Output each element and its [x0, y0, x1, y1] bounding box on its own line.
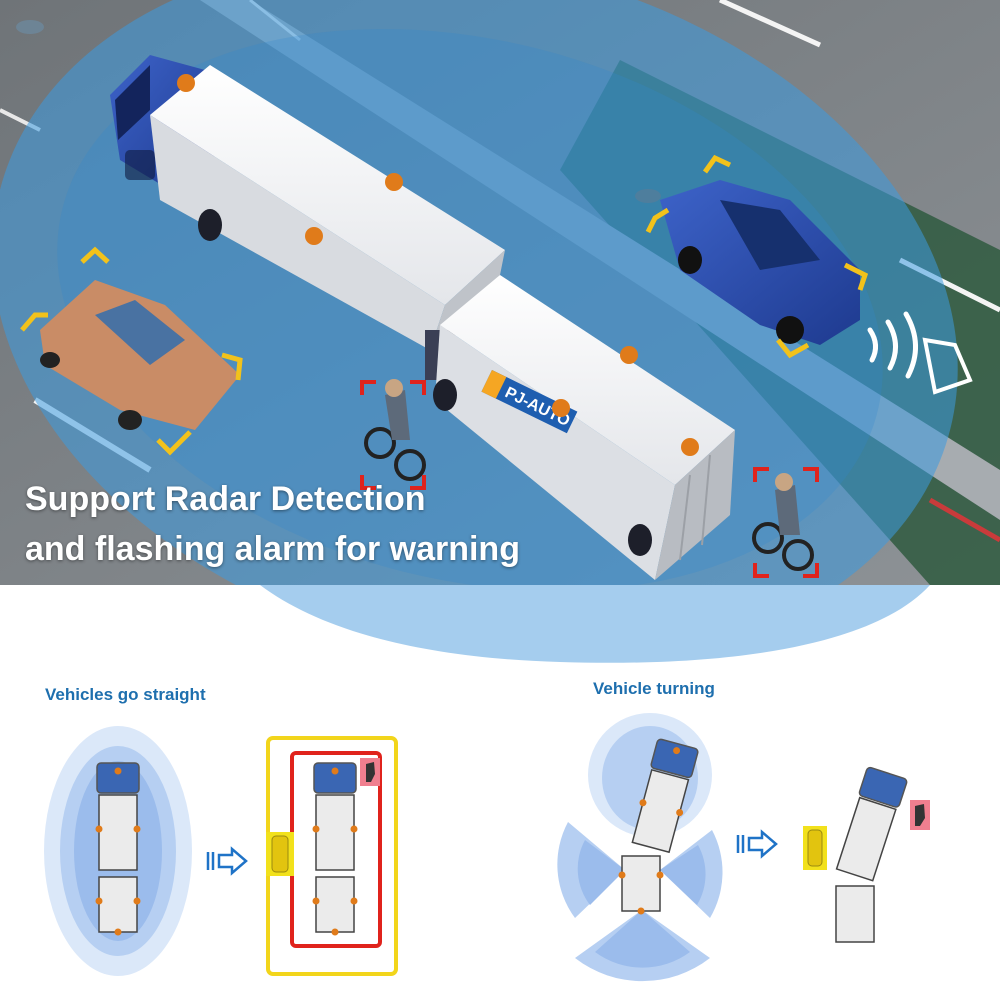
sensor-dot — [385, 173, 403, 191]
truck-cab-icon — [313, 762, 357, 794]
warning-bracket — [803, 467, 819, 482]
sensor-dot — [552, 399, 570, 417]
warning-bracket — [410, 380, 426, 395]
operation-diagrams — [44, 713, 930, 982]
arrow-icon — [206, 846, 248, 876]
truck-trailer-1 — [315, 794, 355, 871]
truck-trailer-1 — [98, 794, 138, 871]
warning-bracket — [803, 563, 819, 578]
radar-fan-right-inner — [660, 845, 706, 905]
truck-trailer-2 — [98, 876, 138, 933]
radar-coverage-spill — [260, 585, 930, 663]
sensor-dot — [177, 74, 195, 92]
car-icon — [807, 829, 823, 867]
truck: PJ-AUTO — [110, 55, 735, 580]
cyclist-right — [752, 467, 819, 578]
headline-line-1: Support Radar Detection — [25, 480, 426, 518]
detection-bracket — [221, 352, 243, 381]
cyclist-icon — [366, 762, 375, 782]
truck-cab-icon — [650, 738, 699, 779]
lane-marking — [718, 0, 822, 48]
caption-vehicle-turning: Vehicle turning — [593, 679, 715, 698]
cyclist-icon — [915, 804, 925, 826]
sensor-dot — [681, 438, 699, 456]
truck-cab-icon — [858, 766, 908, 808]
turning-radar-diagram — [557, 713, 723, 982]
warning-bracket — [753, 563, 769, 578]
caption-vehicles-go-straight: Vehicles go straight — [45, 685, 206, 704]
sensor-dot — [620, 346, 638, 364]
truck-trailer-2 — [621, 855, 661, 912]
trailer-front-side — [150, 115, 445, 350]
arrow-icon — [736, 829, 778, 859]
truck-trailer-2 — [835, 885, 875, 943]
detection-bracket — [20, 312, 48, 332]
detection-bracket — [776, 338, 810, 359]
warning-bracket — [360, 475, 376, 490]
radar-wave-icon — [867, 311, 973, 395]
detection-bracket — [156, 430, 192, 456]
detection-bracket — [80, 246, 110, 264]
radar-fan-rear-inner — [595, 910, 690, 968]
right-car — [645, 154, 869, 359]
detection-bracket — [645, 207, 670, 234]
curb-red-edge — [928, 497, 1000, 543]
truck-trailer-2 — [315, 876, 355, 933]
turning-warning-diagram — [803, 766, 930, 943]
headline-line-2: and flashing alarm for warning — [25, 530, 520, 568]
trailer-front-top — [150, 65, 505, 305]
cyclist-left — [360, 379, 426, 490]
warning-bracket — [753, 467, 769, 482]
radar-fan-left-inner — [577, 840, 625, 905]
detection-bracket — [843, 262, 869, 291]
sensor-dot — [305, 227, 323, 245]
truck-cab-icon — [96, 762, 140, 794]
trailer-rear-door — [655, 430, 735, 580]
trailer-rear-top — [440, 275, 735, 485]
left-car — [20, 246, 243, 456]
truck-trailer-1 — [835, 796, 897, 882]
detection-bracket — [702, 154, 732, 174]
warning-bracket — [410, 475, 426, 490]
radar-detection-scene: PJ-AUTO — [0, 0, 1000, 663]
straight-radar-diagram — [44, 726, 192, 976]
warning-bracket — [360, 380, 376, 395]
straight-warning-diagram — [266, 736, 398, 976]
car-icon — [271, 835, 289, 873]
